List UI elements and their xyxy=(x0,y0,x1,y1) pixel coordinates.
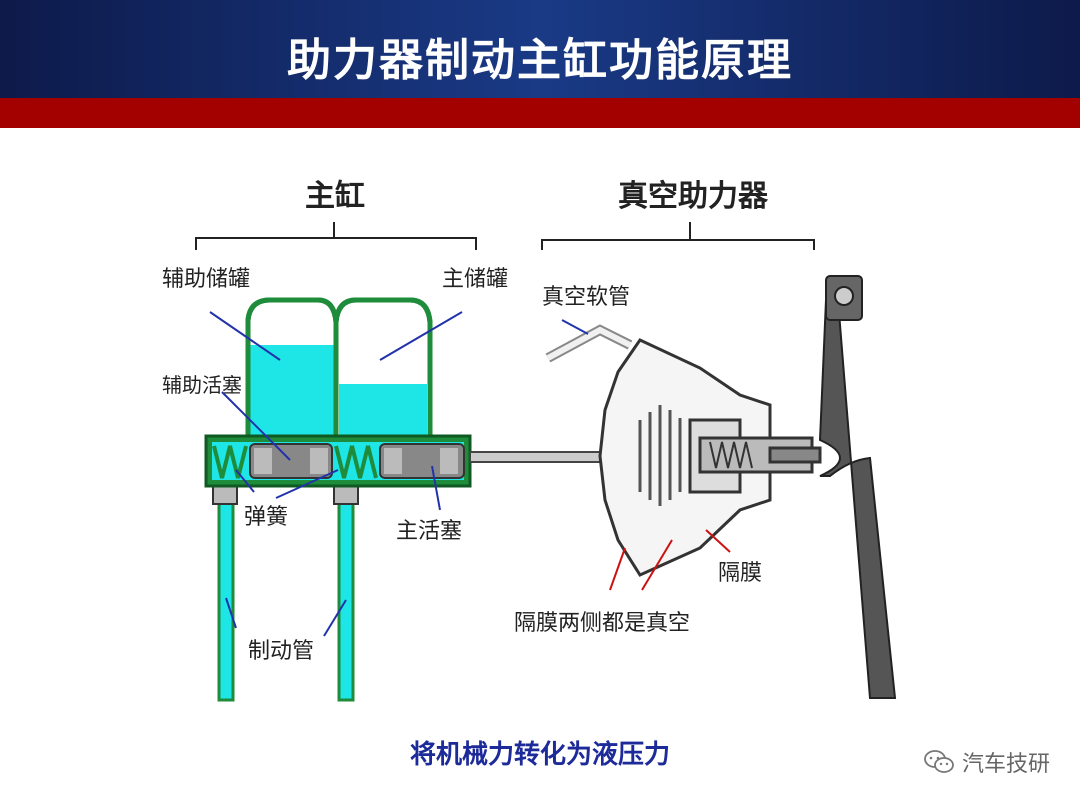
brake-pedal xyxy=(818,275,897,699)
diaphragm-pointers xyxy=(609,529,731,591)
reservoirs xyxy=(245,297,433,443)
master-cylinder xyxy=(204,434,472,488)
label-main-reservoir: 主储罐 xyxy=(442,267,508,292)
section-label-booster: 真空助力器 xyxy=(618,179,769,214)
caption: 将机械力转化为液压力 xyxy=(409,740,670,770)
label-aux-piston: 辅助活塞 xyxy=(162,373,242,397)
label-diaphragm: 隔膜 xyxy=(718,561,762,586)
label-aux-reservoir: 辅助储罐 xyxy=(162,267,250,292)
label-vacuum-hose: 真空软管 xyxy=(542,285,630,310)
page-title: 助力器制动主缸功能原理 xyxy=(287,35,793,86)
label-brake-pipe: 制动管 xyxy=(248,639,314,664)
booster-brace xyxy=(541,222,815,250)
watermark: 汽车技研 xyxy=(924,746,1050,778)
label-main-piston: 主活塞 xyxy=(396,519,462,544)
pointer-lines xyxy=(209,311,589,637)
header-stripe xyxy=(0,98,1080,128)
label-both-sides-vacuum: 隔膜两侧都是真空 xyxy=(514,611,690,636)
wechat-icon xyxy=(924,750,954,773)
master-cylinder-brace xyxy=(195,222,477,250)
watermark-text: 汽车技研 xyxy=(961,752,1050,777)
push-rod xyxy=(469,451,611,463)
label-spring: 弹簧 xyxy=(244,505,288,530)
section-label-master: 主缸 xyxy=(305,179,365,214)
header-bar xyxy=(0,0,1080,98)
vacuum-booster xyxy=(545,324,822,577)
